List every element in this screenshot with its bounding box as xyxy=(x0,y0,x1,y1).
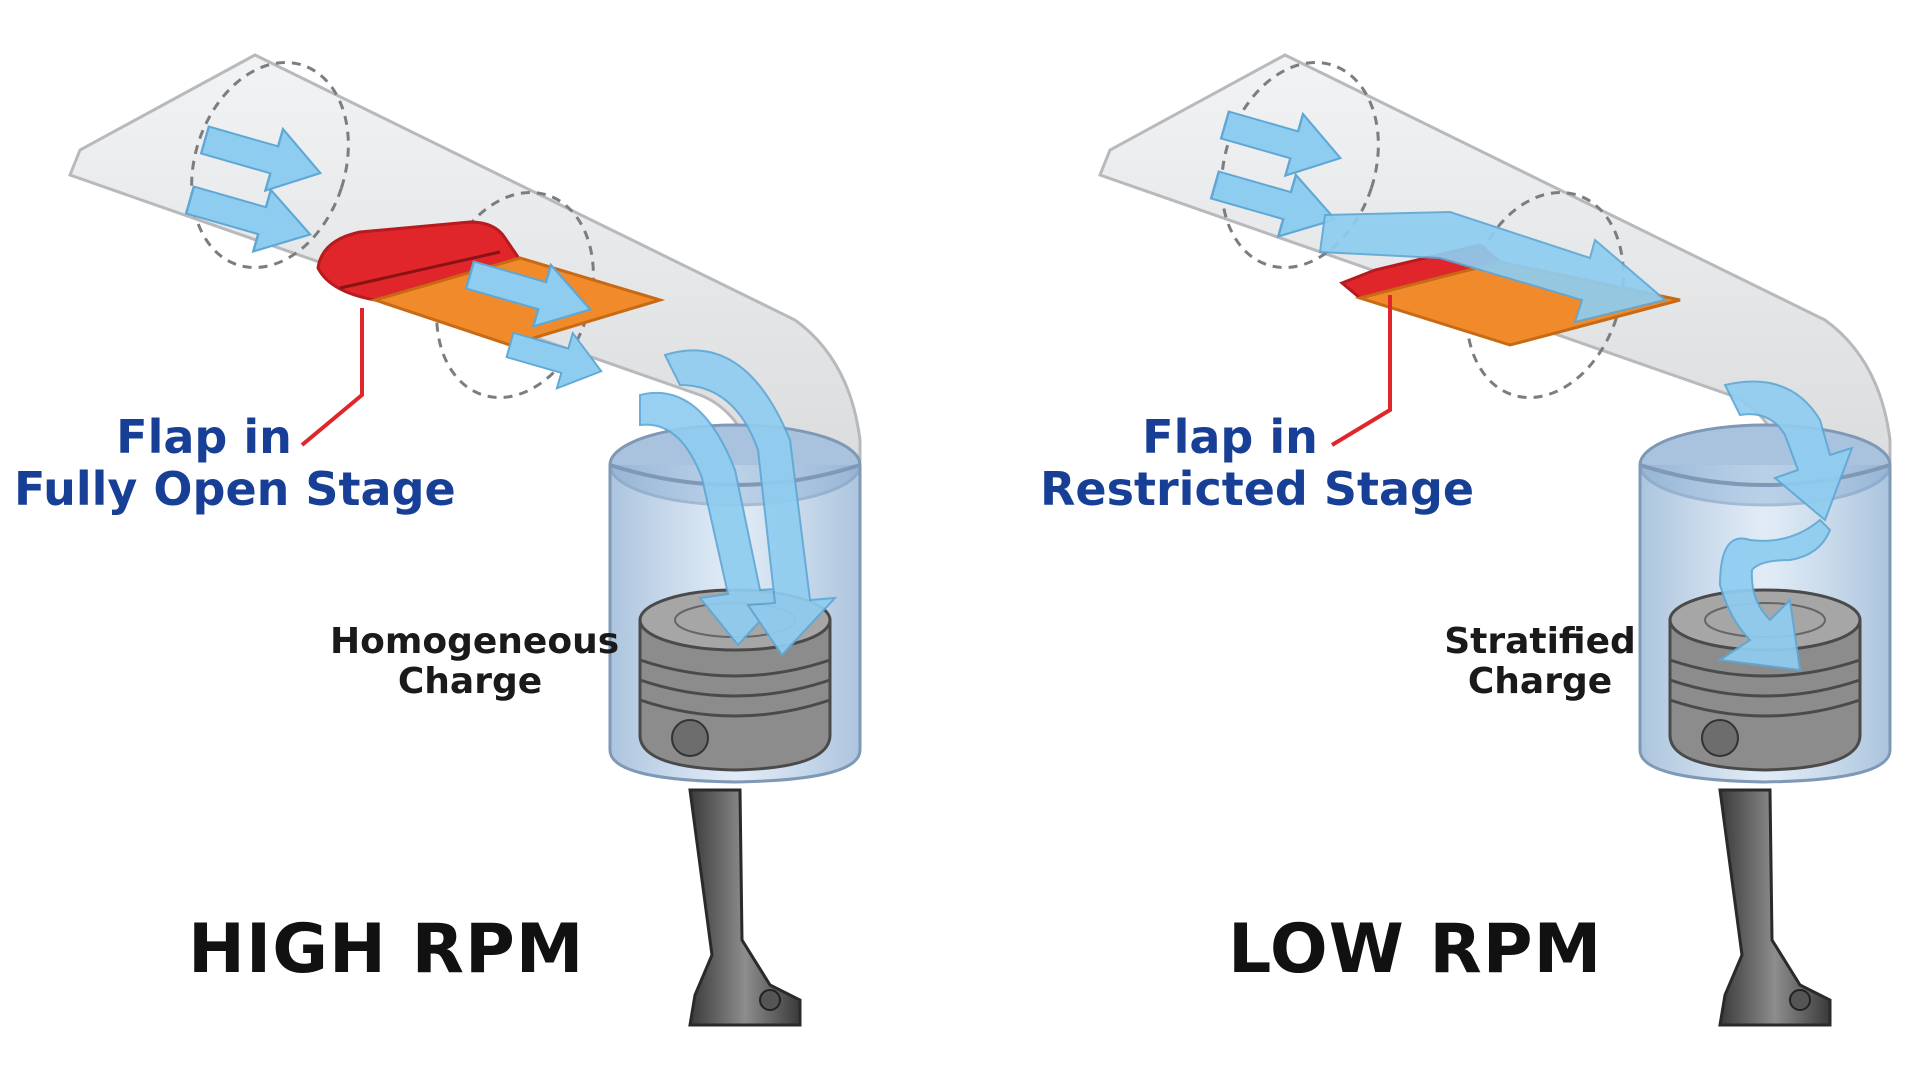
leader-line-right xyxy=(1330,295,1392,447)
cylinder-swirl-arrow-right xyxy=(1717,380,1854,672)
low-rpm-panel xyxy=(1098,39,1892,1028)
rpm-label-low: LOW RPM xyxy=(1228,910,1603,989)
flap-label-low-line1: Flap in xyxy=(1142,410,1318,464)
high-rpm-panel xyxy=(68,39,862,1028)
flap-hinge-line-left xyxy=(339,250,501,290)
flap-label-low: Flap in Restricted Stage xyxy=(1040,410,1475,516)
charge-label-high: Homogeneous Charge xyxy=(330,621,620,703)
flap-label-low-line2: Restricted Stage xyxy=(1040,461,1475,516)
charge-label-low-line2: Charge xyxy=(1467,661,1613,703)
flap-label-high-line1: Flap in xyxy=(116,410,292,464)
flap-air-arrows-right xyxy=(1318,210,1668,324)
flap-plate-restricted xyxy=(1354,260,1681,347)
rpm-label-high: HIGH RPM xyxy=(188,910,585,989)
flap-label-high: Flap in Fully Open Stage xyxy=(14,410,456,516)
flap-label-high-line2: Fully Open Stage xyxy=(14,461,456,516)
charge-label-low-line1: Stratified xyxy=(1444,621,1636,662)
charge-label-low: Stratified Charge xyxy=(1410,621,1670,703)
leader-line-left xyxy=(300,308,364,447)
cylinder-air-arrows-left xyxy=(639,349,838,657)
charge-label-high-line2: Charge xyxy=(397,661,543,703)
charge-label-high-line1: Homogeneous xyxy=(330,621,620,662)
